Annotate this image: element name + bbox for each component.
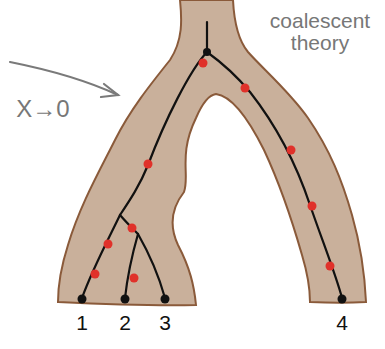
sample-dots <box>78 48 347 304</box>
sample-number: 2 <box>110 312 140 334</box>
sample-number: 4 <box>327 312 357 334</box>
sample-number: 1 <box>67 312 97 334</box>
title-note: coalescent theory <box>262 10 378 54</box>
sample-number: 3 <box>150 312 180 334</box>
gene-tree <box>82 22 342 298</box>
pointer-arrow <box>10 62 118 97</box>
mutation-dots <box>91 59 335 283</box>
limit-note: X→0 <box>3 96 83 121</box>
